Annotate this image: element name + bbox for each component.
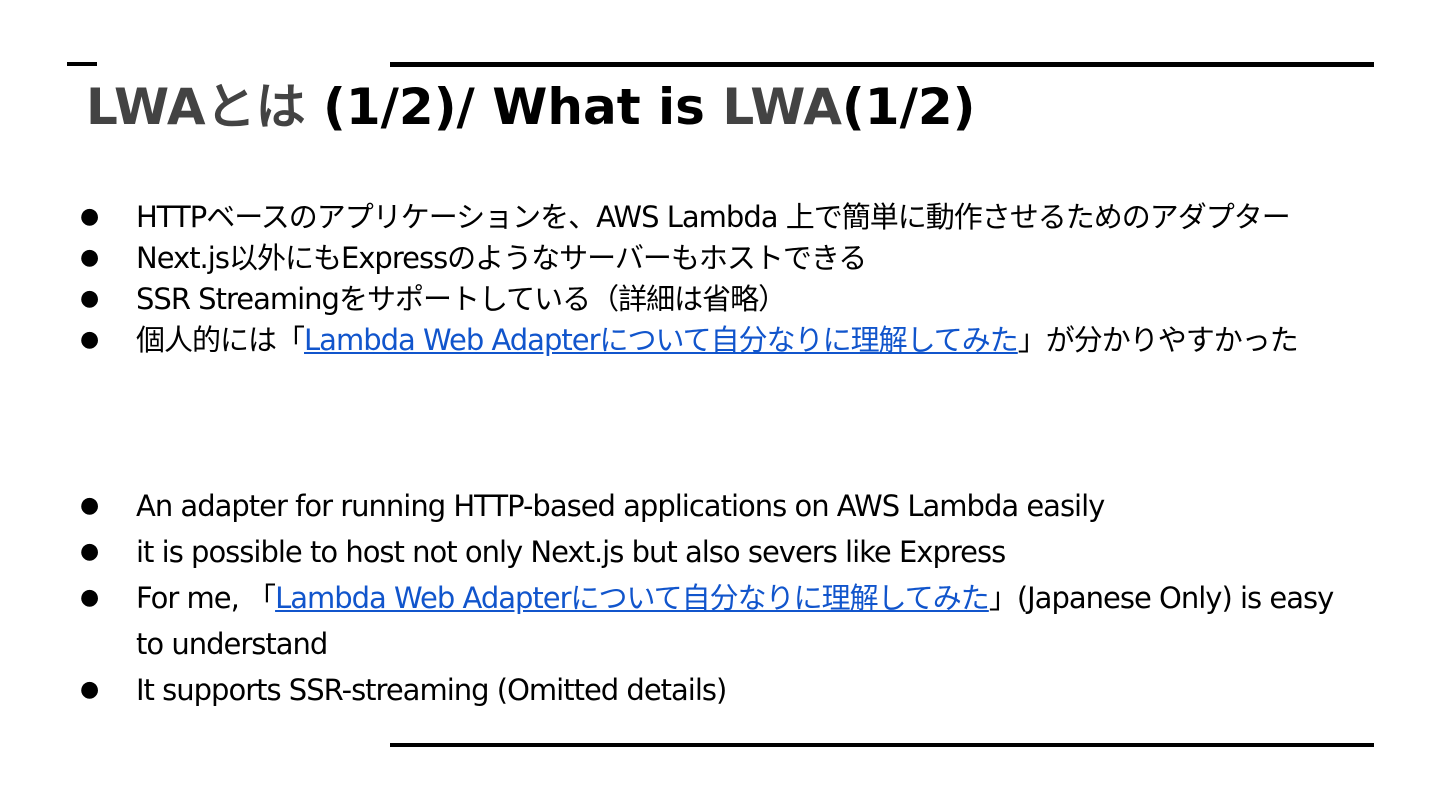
- accent-short-rule: [67, 62, 97, 66]
- title-part-lwa-en: LWA: [722, 78, 842, 136]
- bullet-text: It supports SSR-streaming (Omitted detai…: [136, 673, 727, 707]
- slide-title: LWAとは (1/2)/ What is LWA(1/2): [86, 76, 975, 138]
- list-item: ● HTTPベースのアプリケーションを、AWS Lambda 上で簡単に動作させる…: [76, 195, 1366, 239]
- bullet-dot-icon: ●: [80, 245, 99, 270]
- bullet-dot-icon: ●: [80, 327, 99, 352]
- bullet-text-after: 」が分かりやすかった: [1017, 323, 1299, 357]
- list-item: ● it is possible to host not only Next.js…: [76, 529, 1366, 575]
- list-item: ● SSR Streamingをサポートしている（詳細は省略）: [76, 277, 1366, 321]
- list-item: ● An adapter for running HTTP-based appli…: [76, 483, 1366, 529]
- bullet-text: it is possible to host not only Next.js …: [136, 535, 1006, 569]
- bullet-text: SSR Streamingをサポートしている（詳細は省略）: [136, 282, 787, 316]
- list-item: ● It supports SSR-streaming (Omitted deta…: [76, 667, 1366, 713]
- list-item: ● 個人的には「Lambda Web Adapterについて自分なりに理解してみた…: [76, 318, 1366, 362]
- bullet-text: Next.js以外にもExpressのようなサーバーもホストできる: [136, 241, 867, 275]
- bullet-dot-icon: ●: [80, 286, 99, 311]
- bullet-text-before: 個人的には「: [136, 323, 305, 357]
- list-item: ● Next.js以外にもExpressのようなサーバーもホストできる: [76, 236, 1366, 280]
- bullet-text: HTTPベースのアプリケーションを、AWS Lambda 上で簡単に動作させるた…: [136, 200, 1291, 234]
- article-link-ja[interactable]: Lambda Web Adapterについて自分なりに理解してみた: [304, 323, 1019, 357]
- list-item: ● For me, 「Lambda Web Adapterについて自分なりに理解し…: [76, 575, 1366, 667]
- bullet-dot-icon: ●: [80, 677, 99, 702]
- bullet-dot-icon: ●: [80, 493, 99, 518]
- bullet-dot-icon: ●: [80, 204, 99, 229]
- bullet-text: An adapter for running HTTP-based applic…: [136, 489, 1105, 523]
- title-part-lwa-ja: LWAとは: [86, 78, 306, 136]
- japanese-bullet-list: ● HTTPベースのアプリケーションを、AWS Lambda 上で簡単に動作させる…: [76, 195, 1366, 359]
- top-rule: [390, 62, 1374, 67]
- bullet-text-after: 」(Japanese Only) is easy to understand: [136, 581, 1334, 661]
- bullet-text-before: For me, 「: [136, 581, 276, 615]
- title-part-page: (1/2)/ What is: [305, 78, 723, 136]
- title-part-page-en: (1/2): [841, 78, 976, 136]
- bullet-dot-icon: ●: [80, 539, 99, 564]
- article-link-en[interactable]: Lambda Web Adapterについて自分なりに理解してみた: [275, 581, 990, 615]
- english-bullet-list: ● An adapter for running HTTP-based appli…: [76, 483, 1366, 713]
- bullet-dot-icon: ●: [80, 585, 99, 610]
- bottom-rule: [390, 743, 1374, 747]
